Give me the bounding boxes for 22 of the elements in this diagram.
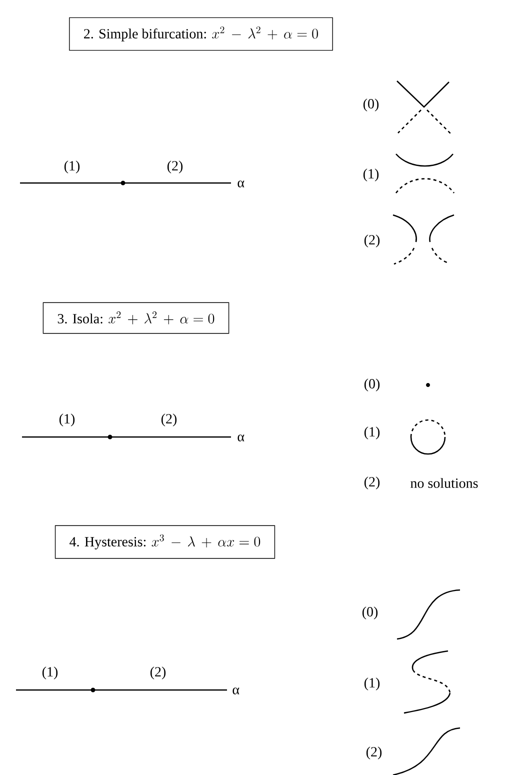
label: (2) [161, 414, 177, 426]
label: (1) [59, 414, 75, 426]
label: (0) [364, 378, 380, 392]
heading-box: 4. Hysteresis: $x^3\,-\,\lambda\,+\,\alpha x = 0$ [54, 525, 276, 559]
label: (0) [362, 606, 378, 620]
label: no solutions [410, 478, 478, 488]
label: (2) [366, 746, 382, 760]
label: α [238, 434, 244, 442]
label: (1) [364, 678, 380, 690]
label: α [232, 688, 240, 694]
label: (1) [64, 160, 80, 174]
label: (1) [364, 426, 380, 440]
heading-box: 3. Isola: $x^2\,+\,\lambda^2\,+\,\alpha = 0$ [42, 302, 230, 334]
label: (0) [363, 98, 379, 112]
label: (2) [167, 160, 183, 174]
label: (1) [42, 666, 58, 680]
label: (2) [150, 666, 166, 680]
heading-box: 2. Simple bifurcation: $x^2\,-\,\lambda^2\,+\,\alpha = 0$ [69, 17, 333, 51]
label: (2) [364, 234, 380, 248]
label: α [238, 180, 244, 188]
label: (2) [364, 476, 380, 490]
label: (1) [363, 168, 379, 182]
